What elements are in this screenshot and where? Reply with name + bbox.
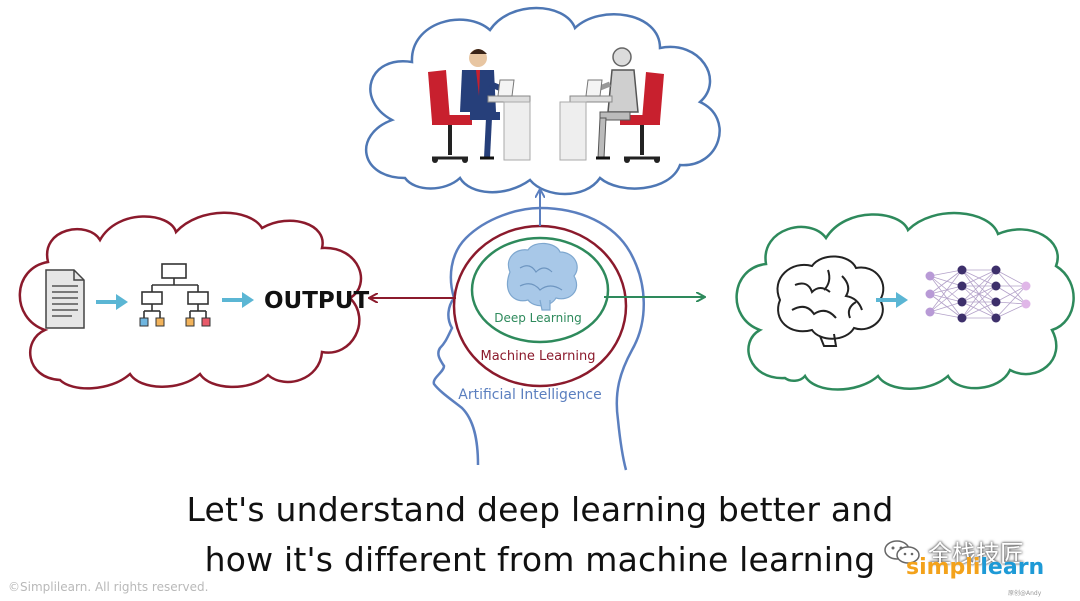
deep-learning-label: Deep Learning (494, 311, 582, 325)
brand-logo-part2: learn (980, 555, 1045, 580)
wechat-account-name: 全栈技匠 (928, 540, 1024, 568)
wechat-icon (884, 539, 920, 564)
brain-icon (776, 255, 885, 347)
output-label: OUTPUT (264, 288, 369, 314)
top-cloud (364, 6, 721, 196)
arrow-icon (876, 292, 908, 308)
neural-network-icon (925, 265, 1031, 323)
head-outline (432, 206, 645, 471)
dl-ring (470, 236, 610, 344)
brand-logo-part1: simpli (906, 555, 981, 580)
document-icon (45, 269, 85, 329)
robot-at-desk-illustration (559, 47, 664, 163)
machine-learning-label: Machine Learning (481, 349, 596, 364)
flowchart-node (155, 317, 165, 327)
flowchart-icon (141, 263, 209, 318)
wechat-watermark: 全栈技匠 (882, 534, 1024, 569)
human-at-desk-illustration (428, 49, 531, 163)
brand-logo: simplilearn (906, 555, 1044, 580)
artificial-intelligence-label: Artificial Intelligence (458, 387, 602, 403)
arrow-icon (96, 294, 128, 310)
flowchart-node (185, 317, 195, 327)
copyright-text: ©Simplilearn. All rights reserved. (8, 580, 209, 594)
left-cloud (18, 211, 363, 390)
caption-line-2: how it's different from machine learning (204, 540, 876, 579)
caption-line-1: Let's understand deep learning better an… (186, 490, 894, 529)
small-watermark: 原创@Andy (1008, 590, 1042, 597)
flowchart-node (139, 317, 149, 327)
right-cloud (735, 211, 1075, 391)
inner-brain-icon (506, 242, 578, 311)
flowchart-node (201, 317, 211, 327)
arrow-icon (222, 292, 254, 308)
